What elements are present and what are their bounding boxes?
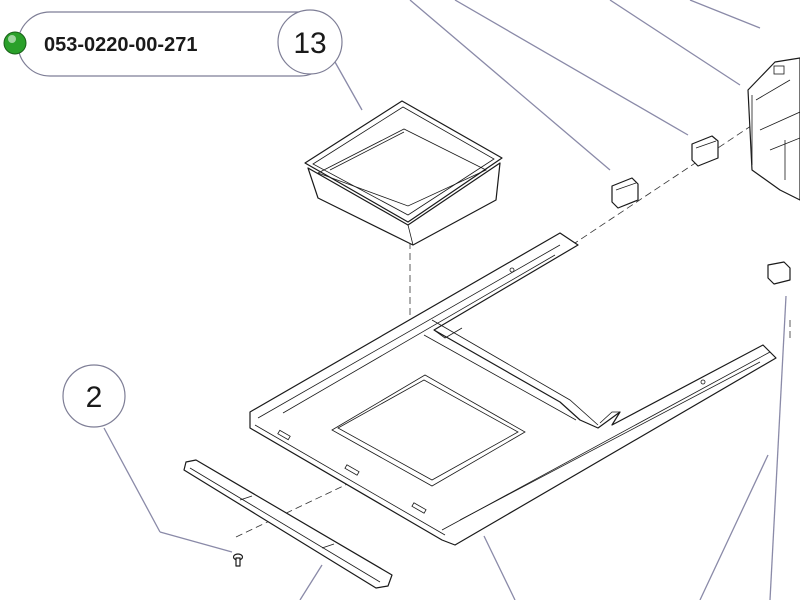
part-number-text: 053-0220-00-271 [44, 34, 197, 56]
leader-line-handle [299, 564, 323, 600]
bracket-part [747, 57, 800, 201]
status-indicator-highlight [8, 35, 16, 43]
frame-part [249, 232, 777, 546]
leader-line-bracket [609, 0, 741, 86]
callout-number-13: 13 [293, 27, 326, 60]
leader-line-top-right [689, 0, 761, 29]
leader-line-frame [483, 535, 516, 600]
status-indicator-icon [3, 31, 27, 55]
end-cap-part [767, 261, 791, 285]
clip-right-part [691, 135, 719, 167]
callout-bubble-2 [62, 364, 126, 428]
handle-part [183, 459, 393, 589]
callout-bubble-13 [277, 9, 343, 75]
leader-line-13 [334, 61, 363, 111]
callout-2: 2 [62, 364, 126, 428]
leader-line-clip-left [409, 0, 611, 171]
leader-line-2b [159, 531, 233, 553]
leader-lines [103, 0, 787, 600]
part-number-label: 053-0220-00-271 [3, 11, 333, 77]
leader-line-2a [103, 427, 161, 533]
guide-handle-to-frame [235, 477, 361, 538]
clip-left-part [611, 177, 639, 209]
screw-part [232, 553, 244, 567]
leader-line-rail [699, 454, 769, 600]
leader-line-clip-right [454, 0, 689, 136]
callout-number-2: 2 [86, 381, 103, 414]
tray-part [304, 100, 503, 246]
leader-line-cap [769, 295, 787, 600]
callout-13: 13 [277, 9, 343, 75]
